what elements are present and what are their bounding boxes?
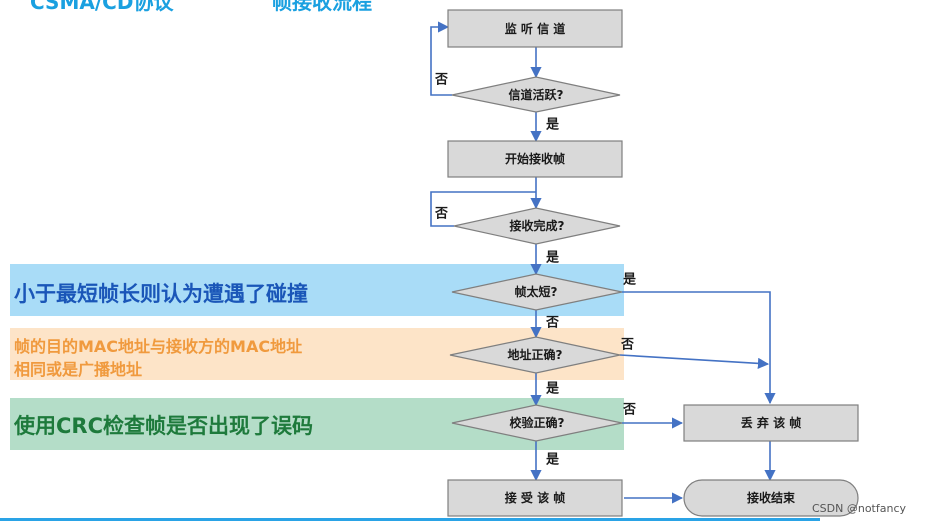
watermark: CSDN @notfancy xyxy=(812,502,907,515)
connectors xyxy=(430,21,776,504)
edge-active-no-loop xyxy=(430,21,452,96)
edge-label-short-no: 否 xyxy=(545,316,559,331)
edge-label-receive-yes: 是 xyxy=(545,251,560,266)
label-crc-ok: 校验正确? xyxy=(510,415,565,430)
edge-label-short-yes: 是 xyxy=(622,273,637,288)
edge-done-no-loop xyxy=(430,191,536,227)
bottom-divider xyxy=(0,518,820,521)
label-start-receive: 开始接收帧 xyxy=(505,151,565,166)
node-listen xyxy=(447,9,623,48)
node-discard xyxy=(683,404,859,442)
label-channel-active: 信道活跃? xyxy=(509,87,564,102)
label-address-ok: 地址正确? xyxy=(508,347,563,362)
node-end xyxy=(683,479,859,517)
decision-frame-short xyxy=(451,273,623,311)
label-discard: 丢 弃 该 帧 xyxy=(741,415,802,430)
label-accept: 接 受 该 帧 xyxy=(505,490,566,505)
annotation-collision: 小于最短帧长则认为遭遇了碰撞 xyxy=(14,282,308,306)
edge-label-channel-no: 否 xyxy=(434,73,448,88)
annotation-address-line1: 帧的目的MAC地址与接收方的MAC地址 xyxy=(14,337,303,356)
decision-crc-ok xyxy=(451,404,623,442)
edge-label-crc-no: 否 xyxy=(622,403,636,418)
label-listen: 监 听 信 道 xyxy=(505,21,566,36)
header-title-right: 帧接收流程 xyxy=(272,0,372,14)
edge-label-crc-yes: 是 xyxy=(545,453,560,468)
decision-receive-done xyxy=(453,207,621,245)
edge-label-receive-no: 否 xyxy=(434,207,448,222)
edge-label-channel-yes: 是 xyxy=(545,118,560,133)
annotation-crc: 使用CRC检查帧是否出现了误码 xyxy=(14,414,313,438)
label-receive-done: 接收完成? xyxy=(510,218,565,233)
header-title-left: CSMA/CD协议 xyxy=(30,0,174,14)
edge-short-yes xyxy=(622,291,776,405)
edge-label-address-yes: 是 xyxy=(545,382,560,397)
label-end: 接收结束 xyxy=(747,490,796,505)
decision-address-ok xyxy=(449,336,621,374)
edge-address-no xyxy=(619,354,770,369)
annotation-address-line2: 相同或是广播地址 xyxy=(14,360,143,379)
label-frame-short: 帧太短? xyxy=(515,284,558,299)
decision-channel-active xyxy=(451,76,621,113)
node-accept xyxy=(447,479,623,517)
edge-label-address-no: 否 xyxy=(620,338,634,353)
node-start-receive xyxy=(447,140,623,178)
